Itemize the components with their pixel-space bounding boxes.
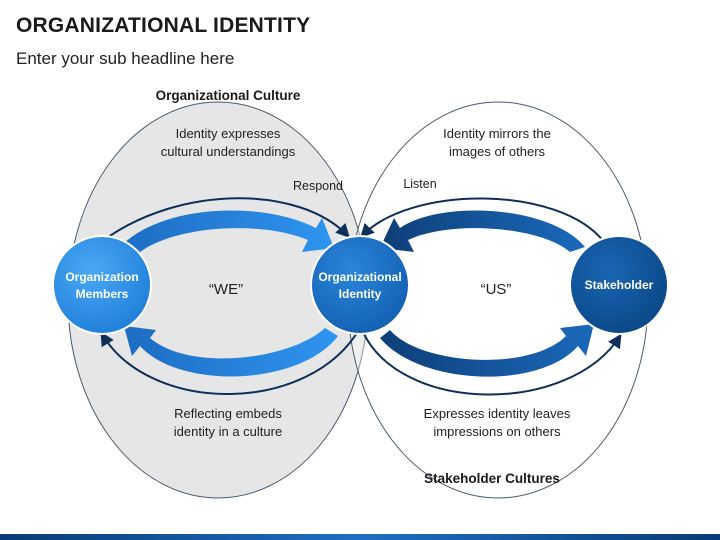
left-bottom-text-2: identity in a culture xyxy=(174,424,282,439)
left-heading: Organizational Culture xyxy=(156,88,301,103)
us-label: “US” xyxy=(481,281,512,298)
node-identity-label-1: Organizational xyxy=(318,270,401,284)
left-bottom-arrow xyxy=(124,326,338,377)
footer-bar xyxy=(0,534,720,540)
node-members-label-2: Members xyxy=(76,287,129,301)
left-bottom-text-1: Reflecting embeds xyxy=(174,406,282,421)
left-top-arrow xyxy=(120,210,334,252)
page-title: ORGANIZATIONAL IDENTITY xyxy=(16,14,311,37)
left-top-text-1: Identity expresses xyxy=(176,126,281,141)
reflect-line xyxy=(100,327,361,395)
right-heading: Stakeholder Cultures xyxy=(424,471,560,486)
node-members-label-1: Organization xyxy=(65,270,138,284)
page-subtitle: Enter your sub headline here xyxy=(16,49,235,68)
right-bottom-arrow xyxy=(380,324,594,377)
listen-line xyxy=(360,197,605,243)
node-identity-label-2: Identity xyxy=(339,287,382,301)
right-top-text-1: Identity mirrors the xyxy=(443,126,551,141)
node-stakeholder xyxy=(569,235,669,335)
node-stakeholder-label: Stakeholder xyxy=(585,278,654,292)
listen-label: Listen xyxy=(403,177,436,191)
node-identity xyxy=(310,235,410,335)
express-line xyxy=(361,329,622,396)
right-bottom-text-2: impressions on others xyxy=(433,424,561,439)
respond-line xyxy=(103,197,350,241)
left-top-text-2: cultural understandings xyxy=(161,144,296,159)
right-bottom-text-1: Expresses identity leaves xyxy=(424,406,571,421)
respond-label: Respond xyxy=(293,179,343,193)
we-label: “WE” xyxy=(209,281,243,298)
right-top-arrow xyxy=(380,210,585,252)
node-members xyxy=(52,235,152,335)
right-top-text-2: images of others xyxy=(449,144,546,159)
